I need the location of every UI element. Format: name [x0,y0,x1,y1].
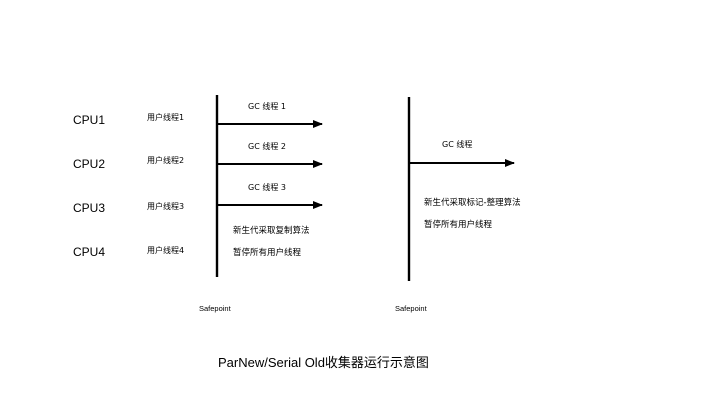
cpu-label-3: CPU3 [73,201,106,215]
cpu-label-4: CPU4 [73,245,106,259]
gc-thread-label-1: GC 线程 1 [248,102,286,111]
gc-thread-label-2: GC 线程 2 [248,142,286,151]
user-thread-label-2: 用户线程2 [147,156,185,165]
safepoint-label-2: Safepoint [395,304,427,313]
old-gc-algorithm-note: 新生代采取标记-整理算法 [424,198,521,208]
young-gc-pause-note: 暂停所有用户线程 [233,248,302,258]
user-thread-label-3: 用户线程3 [147,202,185,211]
diagram-title: ParNew/Serial Old收集器运行示意图 [218,355,429,370]
old-gc-thread-label: GC 线程 [442,140,473,149]
safepoint-label-1: Safepoint [199,304,231,313]
user-thread-label-1: 用户线程1 [147,113,185,122]
cpu-label-2: CPU2 [73,157,106,171]
young-gc-algorithm-note: 新生代采取复制算法 [233,226,310,236]
user-thread-label-4: 用户线程4 [147,246,185,255]
cpu-label-1: CPU1 [73,113,106,127]
old-gc-pause-note: 暂停所有用户线程 [424,220,493,230]
gc-thread-label-3: GC 线程 3 [248,183,286,192]
